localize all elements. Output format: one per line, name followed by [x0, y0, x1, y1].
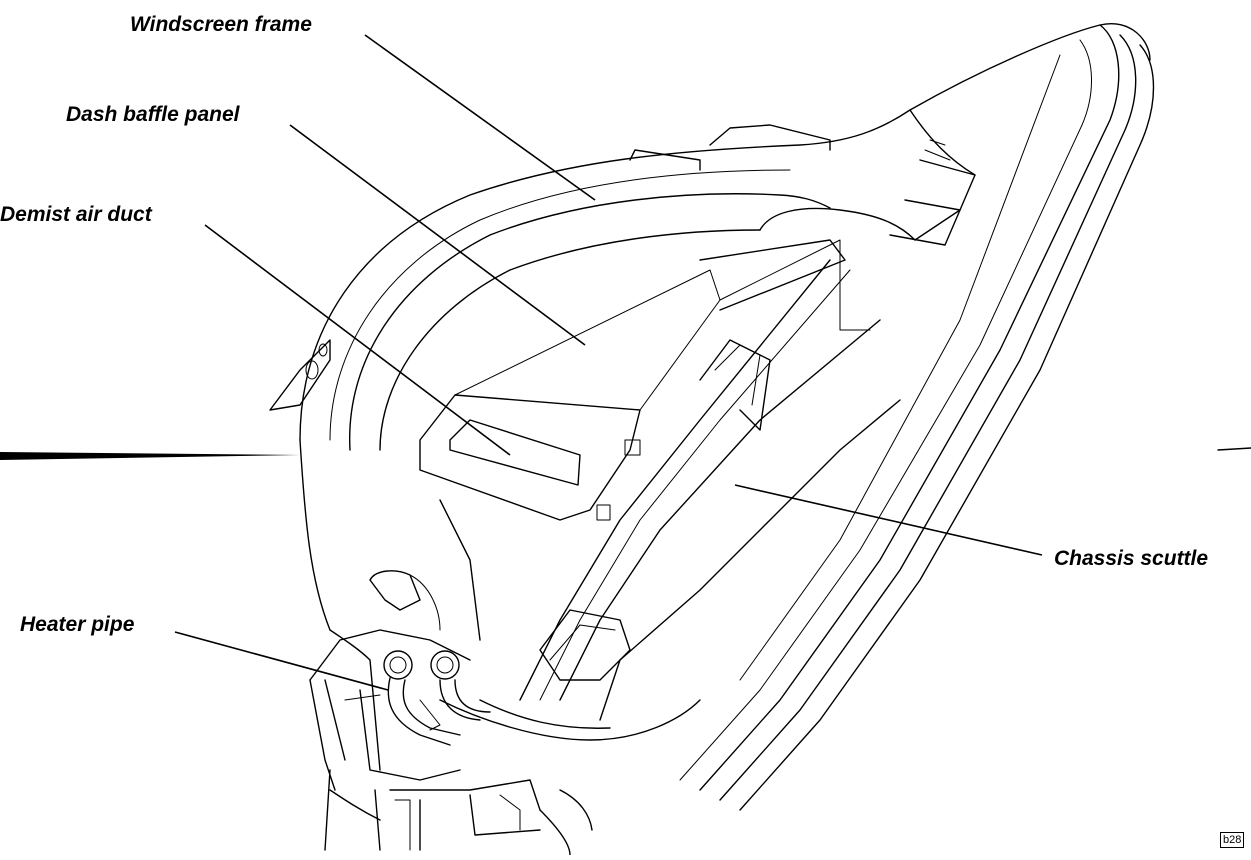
- figure-reference: b28: [1220, 832, 1245, 848]
- chassis-scuttle-label: Chassis scuttle: [1054, 547, 1209, 570]
- right-edge-mark: [1217, 447, 1251, 451]
- windscreen-frame-shape: [269, 22, 1151, 631]
- scuttle-flange-shape: [679, 24, 1155, 811]
- windscreen-frame-label: Windscreen frame: [130, 13, 312, 36]
- pointer-arrow: [0, 452, 300, 460]
- windscreen-frame-leader: [364, 34, 596, 201]
- demist-air-duct-leader: [204, 224, 511, 456]
- heater-pipe-label: Heater pipe: [20, 613, 135, 636]
- chassis-scuttle-leader: [734, 484, 1043, 556]
- lower-bulkhead-shape: [309, 570, 701, 856]
- dash-baffle-panel-label: Dash baffle panel: [66, 103, 240, 126]
- demist-air-duct-label: Demist air duct: [0, 203, 152, 226]
- heater-pipe-leader: [174, 631, 389, 691]
- dash-baffle-panel-leader: [289, 124, 586, 346]
- dash-baffle-panel-shape: [419, 239, 901, 721]
